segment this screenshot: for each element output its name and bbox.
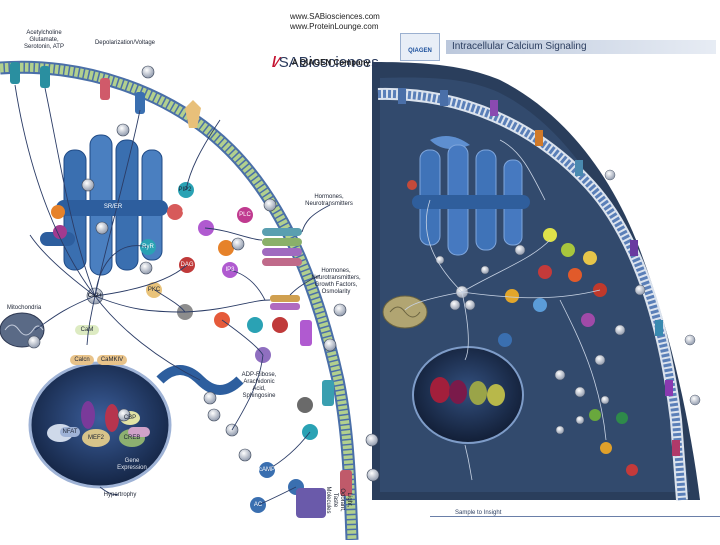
bottom-rule	[430, 516, 720, 517]
url-proteinlounge[interactable]: www.ProteinLounge.com	[290, 22, 379, 31]
calcium-ion-icon	[27, 65, 380, 482]
right-er	[412, 136, 530, 256]
label-hormones-1: Hormones, Neurotransmitters	[305, 194, 353, 207]
node-calcineurin: Calcn	[74, 357, 90, 363]
label-hypertrophy: Hypertrophy	[103, 492, 137, 498]
node-ip3: IP3	[225, 267, 235, 273]
node-cbp: CBP	[123, 415, 137, 421]
node-dag: DAG	[180, 262, 194, 268]
label-depolarization: Depolarization/Voltage	[94, 40, 156, 46]
brand-mark-icon: /⁄	[272, 54, 279, 72]
node-sr: SR/ER	[103, 204, 123, 210]
node-mef2: MEF2	[87, 435, 104, 441]
receptor-icon	[262, 228, 302, 310]
url-sabiosciences[interactable]: www.SABiosciences.com	[290, 12, 380, 21]
node-pkc: PKC	[147, 287, 161, 293]
label-central-calcium: Ca2+	[87, 293, 103, 299]
brand-name: SABiosciences	[278, 54, 379, 72]
label-gene-expression: Gene Expression	[117, 458, 147, 471]
qiagen-logo: QIAGEN	[400, 33, 440, 61]
poster-title: Intracellular Calcium Signaling	[452, 41, 587, 52]
brand-logo: /⁄SABiosciences	[272, 37, 379, 72]
label-light-odorant: Light, Odorant, Taste Molecules	[325, 486, 352, 514]
node-plc: PLC	[239, 212, 251, 218]
label-second-messengers: ADP-Ribose, Arachidonic Acid, Sphingosin…	[241, 372, 277, 399]
label-ligands: Acetylcholine Glutamate, Serotonin, ATP	[24, 30, 64, 50]
node-ac: AC	[253, 502, 263, 508]
node-ryr: RyR	[142, 244, 154, 250]
node-cam: CaM	[80, 327, 94, 333]
right-panel	[372, 62, 720, 502]
right-channel-icon	[398, 88, 680, 456]
label-mitochondria: Mitochondria	[6, 305, 42, 311]
company-tagline: A QIAGEN Company	[292, 58, 370, 67]
left-er	[40, 134, 168, 276]
qiagen-logo-text: QIAGEN	[408, 48, 432, 54]
node-creb: CREB	[123, 435, 141, 441]
right-nodes	[407, 180, 638, 476]
node-camp: cAMP	[258, 467, 275, 473]
label-hormones-2: Hormones, Neurotransmitters, Growth Fact…	[311, 268, 361, 295]
right-nucleus-icon	[412, 346, 524, 444]
node-pip2: PIP2	[178, 187, 192, 193]
node-nfat: NFAT	[62, 429, 78, 435]
node-gq: Gq	[181, 209, 190, 215]
left-panel	[0, 60, 380, 541]
title-bar	[446, 40, 716, 54]
bottom-tagline: Sample to Insight	[455, 510, 502, 516]
node-camkiv: CaMKIV	[100, 357, 124, 363]
channel-icon	[10, 62, 352, 518]
